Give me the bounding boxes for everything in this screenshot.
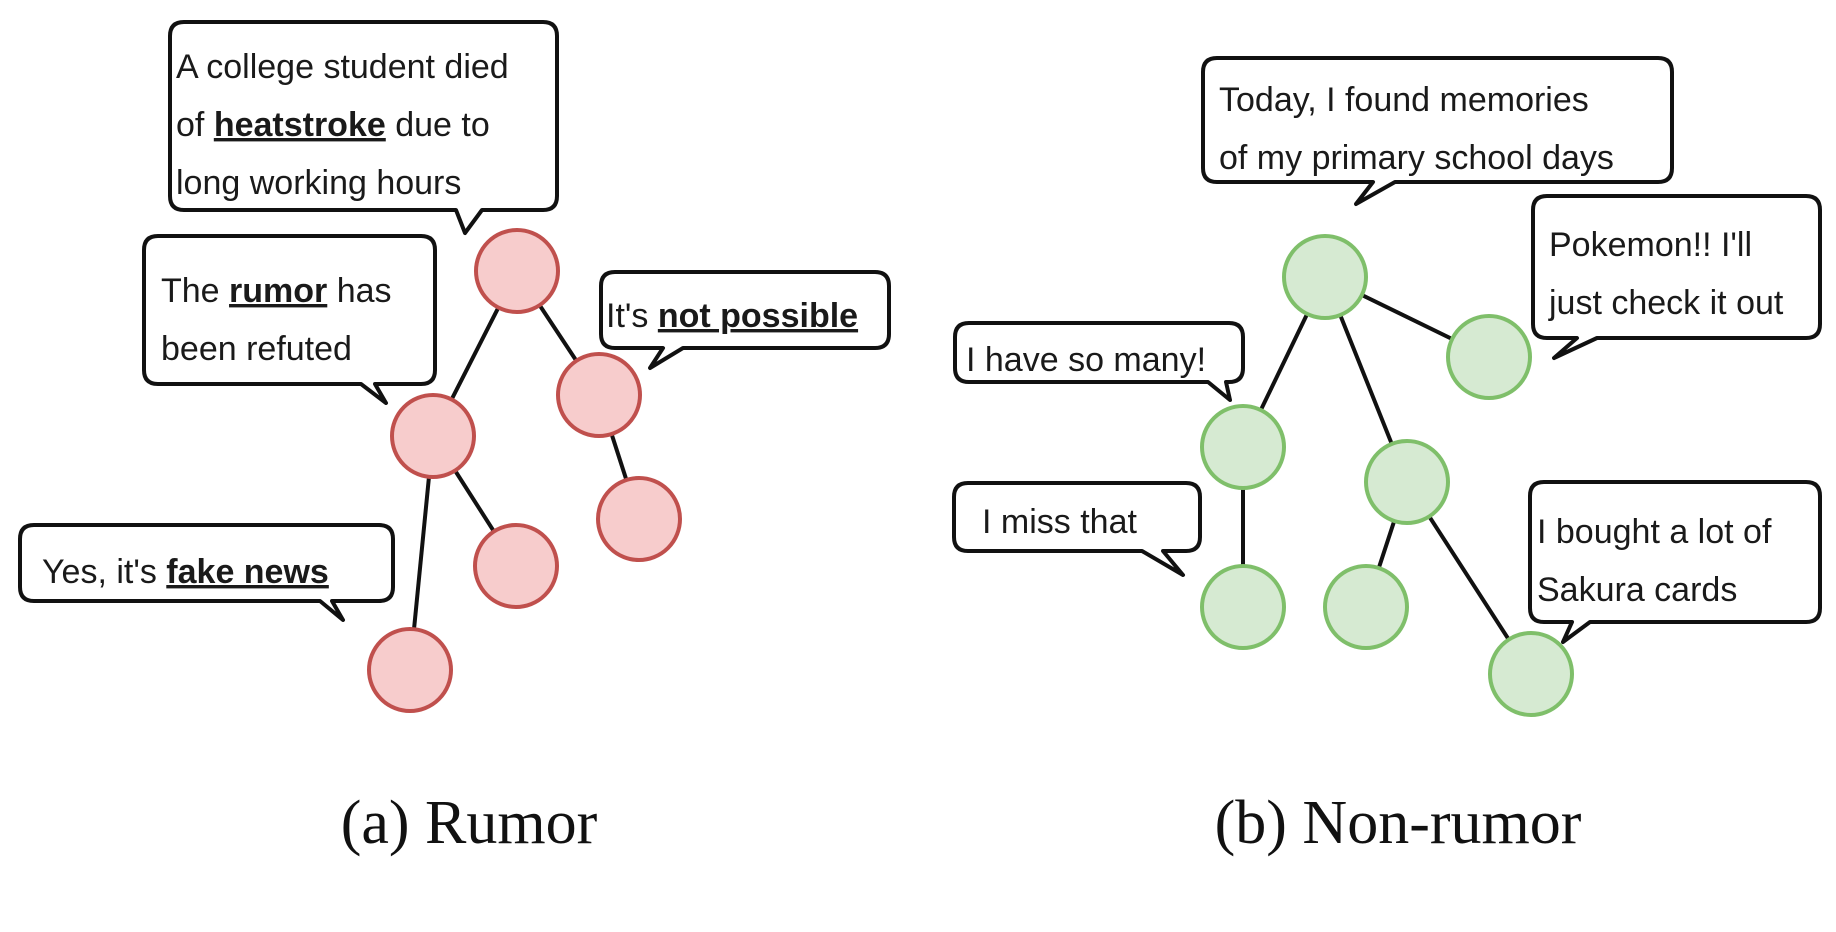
speech-bubble-nonrumor-pokemon: Pokemon!! I'll just check it out xyxy=(1531,194,1822,360)
speech-bubble-rumor-source: A college student died of heatstroke due… xyxy=(168,20,559,235)
bubble-text-line: long working hours xyxy=(176,164,461,202)
emphasis-heatstroke: heatstroke xyxy=(214,106,386,144)
emphasis-rumor: rumor xyxy=(229,272,327,310)
caption-rumor: (a) Rumor xyxy=(341,789,598,857)
caption-nonrumor: (b) Non-rumor xyxy=(1215,789,1582,857)
bubble-text-line: I have so many! xyxy=(966,341,1206,379)
bubble-text-line: Pokemon!! I'll xyxy=(1549,226,1752,264)
emphasis-fake-news: fake news xyxy=(166,553,329,591)
bubble-text-line: It's not possible xyxy=(606,297,858,335)
nonrumor-node xyxy=(1446,314,1532,400)
bubble-text-line: Sakura cards xyxy=(1537,571,1737,609)
bubble-text-line: been refuted xyxy=(161,330,352,368)
speech-bubble-nonrumor-sakura: I bought a lot of Sakura cards xyxy=(1528,480,1822,644)
bubble-text-line: The rumor has xyxy=(161,272,392,310)
rumor-node xyxy=(596,476,682,562)
speech-bubble-nonrumor-miss: I miss that xyxy=(952,481,1202,577)
bubble-text-line: of heatstroke due to xyxy=(176,106,490,144)
bubble-text-line: I bought a lot of xyxy=(1537,513,1772,551)
bubble-text-line: A college student died xyxy=(176,48,509,86)
speech-bubble-rumor-not-possible: It's not possible xyxy=(599,270,891,370)
bubble-text-line: Today, I found memories xyxy=(1219,81,1589,119)
rumor-root-node xyxy=(474,228,560,314)
bubble-text-line: just check it out xyxy=(1548,284,1784,322)
nonrumor-node xyxy=(1364,439,1450,525)
nonrumor-root-node xyxy=(1282,234,1368,320)
nonrumor-node xyxy=(1488,631,1574,717)
speech-bubble-rumor-fake-news: Yes, it's fake news xyxy=(18,523,395,622)
bubble-text-line: of my primary school days xyxy=(1219,139,1614,177)
rumor-node xyxy=(367,627,453,713)
nonrumor-node xyxy=(1200,404,1286,490)
nonrumor-node xyxy=(1323,564,1409,650)
speech-bubble-nonrumor-so-many: I have so many! xyxy=(953,321,1245,402)
nonrumor-node xyxy=(1200,564,1286,650)
bubble-text-line: I miss that xyxy=(982,503,1137,541)
rumor-node xyxy=(390,393,476,479)
rumor-node xyxy=(473,523,559,609)
bubble-text-line: Yes, it's fake news xyxy=(42,553,329,591)
speech-bubble-nonrumor-source: Today, I found memories of my primary sc… xyxy=(1201,56,1674,206)
speech-bubble-rumor-refuted: The rumor has been refuted xyxy=(142,234,437,405)
rumor-tree: A college student died of heatstroke due… xyxy=(18,20,891,857)
emphasis-not-possible: not possible xyxy=(658,297,858,335)
rumor-node xyxy=(556,352,642,438)
nonrumor-tree: Today, I found memories of my primary sc… xyxy=(952,56,1822,857)
